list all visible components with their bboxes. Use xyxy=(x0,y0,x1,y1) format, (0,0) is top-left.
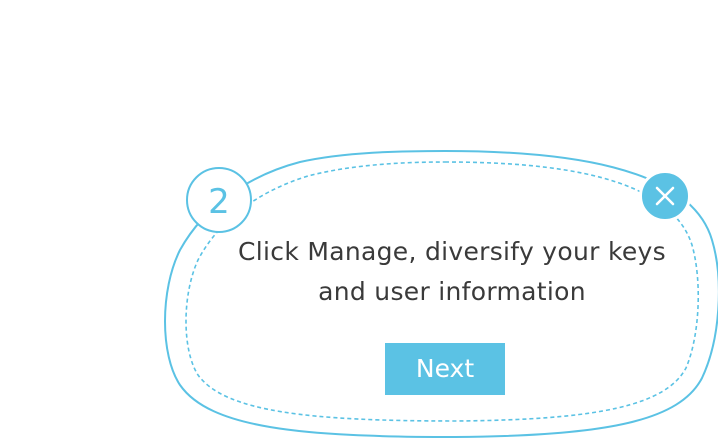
tooltip-message-line-1: Click Manage, diversify your keys xyxy=(238,237,666,266)
next-button[interactable]: Next xyxy=(385,343,505,395)
tooltip-message: Click Manage, diversify your keys and us… xyxy=(222,232,682,312)
bubble-outer-border xyxy=(164,149,718,439)
tooltip-message-line-2: and user information xyxy=(318,277,586,306)
bubble-inner-dashed-border xyxy=(185,161,700,422)
close-icon xyxy=(655,186,675,206)
step-number-badge: 2 xyxy=(186,167,252,233)
close-button[interactable] xyxy=(639,170,691,222)
